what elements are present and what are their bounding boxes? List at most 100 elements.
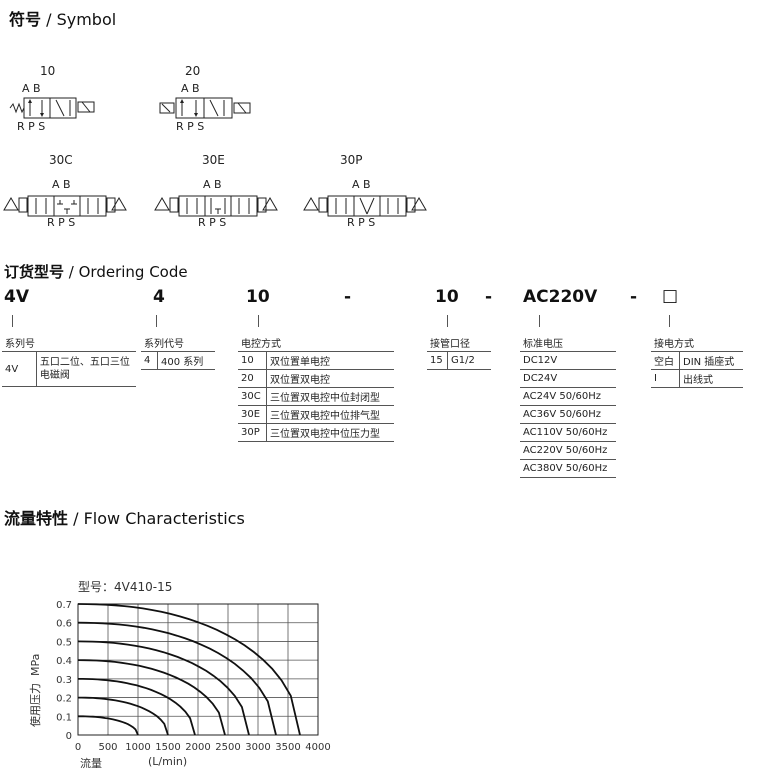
symbol-label-30p: 30P [340, 153, 363, 167]
tick [258, 315, 259, 327]
voltage-cell: AC110V 50/60Hz [520, 423, 616, 442]
y-tick-label: 0.2 [56, 694, 72, 705]
valve-symbol-10 [9, 97, 95, 119]
ports-bottom-30p: R P S [347, 216, 376, 229]
x-tick-label: 0 [75, 742, 81, 753]
x-tick-label: 4000 [305, 742, 330, 753]
series-line [78, 678, 196, 736]
control-cell: 三位置双电控中位压力型 [266, 423, 394, 442]
symbol-label-20: 20 [185, 64, 201, 78]
ports-top-30c: A B [52, 178, 71, 191]
voltage-cell: AC36V 50/60Hz [520, 405, 616, 424]
code-wiring-box: □ [662, 286, 679, 306]
ports-top-10: A B [22, 82, 41, 95]
wiring-cell: 空白 [651, 351, 680, 370]
x-tick-label: 2500 [215, 742, 240, 753]
symbol-heading-cn: 符号 [9, 10, 42, 29]
symbol-label-30e: 30E [202, 153, 225, 167]
ordering-heading: 订货型号 / Ordering Code [4, 261, 188, 282]
valve-symbol-30p [303, 195, 427, 217]
code-dash-1: - [344, 287, 352, 307]
symbol-heading: 符号 / Symbol [9, 6, 116, 30]
control-cell: 双位置单电控 [266, 351, 394, 370]
code-dash-2: - [485, 287, 493, 307]
series-code-cell: 4 [141, 351, 158, 370]
y-tick-label: 0.5 [56, 637, 72, 648]
voltage-cell: DC12V [520, 351, 616, 370]
ports-top-30e: A B [203, 178, 222, 191]
voltage-title: 标准电压 [520, 334, 616, 352]
series-line [78, 715, 139, 736]
port-cell: G1/2 [447, 351, 491, 370]
voltage-cell: DC24V [520, 369, 616, 388]
chart-title: 型号：4V410-15 [78, 580, 173, 594]
code-port: 10 [435, 287, 459, 307]
plot-frame [77, 603, 319, 736]
y-tick-label: 0.4 [56, 656, 72, 667]
ports-bottom-10: R P S [17, 120, 46, 133]
series-cell: 五口二位、五口三位电磁阀 [36, 351, 136, 387]
symbol-heading-en: / Symbol [41, 10, 117, 29]
y-tick-label: 0 [66, 731, 72, 742]
series-line [77, 603, 301, 736]
wiring-title: 接电方式 [651, 334, 743, 352]
ports-top-20: A B [181, 82, 200, 95]
x-tick-label: 1500 [155, 742, 180, 753]
code-control: 10 [246, 287, 270, 307]
control-cell: 双位置双电控 [266, 369, 394, 388]
ports-bottom-30e: R P S [198, 216, 227, 229]
symbol-label-30c: 30C [49, 153, 73, 167]
y-tick-label: 0.7 [56, 600, 72, 611]
series-line [77, 659, 226, 736]
flow-heading: 流量特性 / Flow Characteristics [4, 505, 245, 529]
ports-top-30p: A B [352, 178, 371, 191]
x-axis-unit: (L/min) [148, 755, 188, 768]
series-title: 系列号 [2, 334, 136, 352]
control-cell: 20 [238, 369, 267, 388]
series-line [77, 621, 277, 736]
voltage-cell: AC24V 50/60Hz [520, 387, 616, 406]
x-tick-label: 500 [98, 742, 117, 753]
x-tick-label: 1000 [125, 742, 150, 753]
tick [12, 315, 13, 327]
series-code-cell: 400 系列 [157, 351, 215, 370]
series-code-title: 系列代号 [141, 334, 215, 352]
y-tick-label: 0.6 [56, 619, 72, 630]
control-cell: 30E [238, 405, 267, 424]
series-cell: 4V [2, 351, 37, 387]
valve-symbol-20 [159, 97, 251, 119]
x-axis-label: 流量 [80, 757, 102, 770]
code-series: 4V [4, 287, 29, 307]
control-cell: 三位置双电控中位排气型 [266, 405, 394, 424]
port-cell: 15 [427, 351, 448, 370]
voltage-cell: AC380V 50/60Hz [520, 459, 616, 478]
control-cell: 三位置双电控中位封闭型 [266, 387, 394, 406]
tick [156, 315, 157, 327]
control-cell: 30P [238, 423, 267, 442]
ports-bottom-20: R P S [176, 120, 205, 133]
control-cell: 30C [238, 387, 267, 406]
code-dash-3: - [630, 287, 638, 307]
tick [539, 315, 540, 327]
tick [669, 315, 670, 327]
voltage-cell: AC220V 50/60Hz [520, 441, 616, 460]
voltage-table: 标准电压 DC12V DC24V AC24V 50/60Hz AC36V 50/… [520, 334, 616, 478]
x-tick-label: 2000 [185, 742, 210, 753]
series-line [78, 696, 169, 736]
valve-symbol-30c [3, 195, 127, 217]
valve-symbol-30e [154, 195, 278, 217]
ports-bottom-30c: R P S [47, 216, 76, 229]
y-tick-label: 0.1 [56, 712, 72, 723]
tick [447, 315, 448, 327]
wiring-cell: DIN 插座式 [679, 351, 743, 370]
ordering-heading-cn: 订货型号 [4, 263, 65, 281]
port-title: 接管口径 [427, 334, 491, 352]
flow-heading-cn: 流量特性 [4, 509, 69, 528]
code-series-code: 4 [153, 287, 165, 307]
